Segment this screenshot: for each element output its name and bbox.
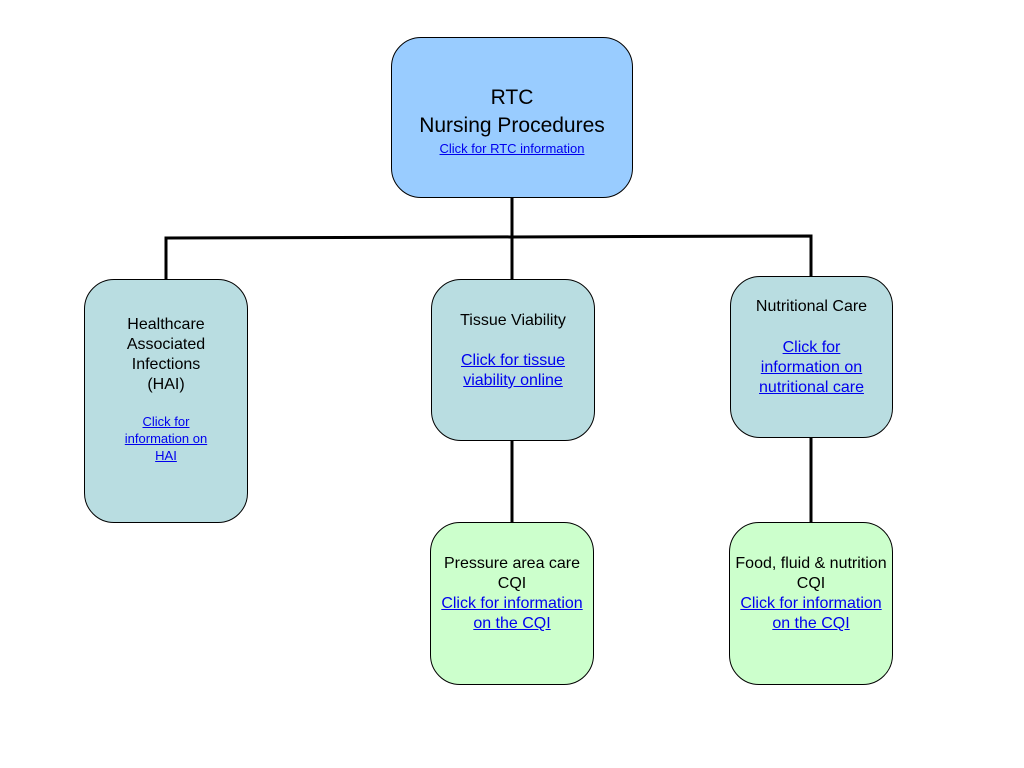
food-fluid-nutrition-cqi-link[interactable]: Click for information on the CQI bbox=[740, 595, 882, 632]
hai-title: Healthcare Associated Infections (HAI) bbox=[126, 316, 206, 393]
pressure-area-cqi-title: Pressure area care CQI bbox=[443, 555, 581, 592]
rtc-root-title: RTC Nursing Procedures bbox=[419, 86, 605, 137]
hai-info-link[interactable]: Click for information on HAI bbox=[124, 414, 208, 463]
nutritional-care-node: Nutritional Care Click for information o… bbox=[730, 276, 893, 438]
tissue-viability-node: Tissue Viability Click for tissue viabil… bbox=[431, 279, 595, 441]
pressure-area-cqi-link[interactable]: Click for information on the CQI bbox=[441, 595, 583, 632]
tissue-viability-title: Tissue Viability bbox=[460, 312, 566, 329]
food-fluid-nutrition-cqi-node: Food, fluid & nutrition CQI Click for in… bbox=[729, 522, 893, 685]
food-fluid-nutrition-cqi-title: Food, fluid & nutrition CQI bbox=[735, 555, 887, 592]
rtc-root-node: RTC Nursing Procedures Click for RTC inf… bbox=[391, 37, 633, 198]
horizontal-branch-connector bbox=[164, 234, 813, 279]
nutritional-care-link[interactable]: Click for information on nutritional car… bbox=[759, 339, 864, 396]
hai-node: Healthcare Associated Infections (HAI) C… bbox=[84, 279, 248, 523]
rtc-info-link[interactable]: Click for RTC information bbox=[439, 141, 585, 156]
pressure-area-cqi-node: Pressure area care CQI Click for informa… bbox=[430, 522, 594, 685]
nutritional-care-title: Nutritional Care bbox=[755, 298, 868, 315]
tissue-viability-link[interactable]: Click for tissue viability online bbox=[460, 352, 566, 389]
